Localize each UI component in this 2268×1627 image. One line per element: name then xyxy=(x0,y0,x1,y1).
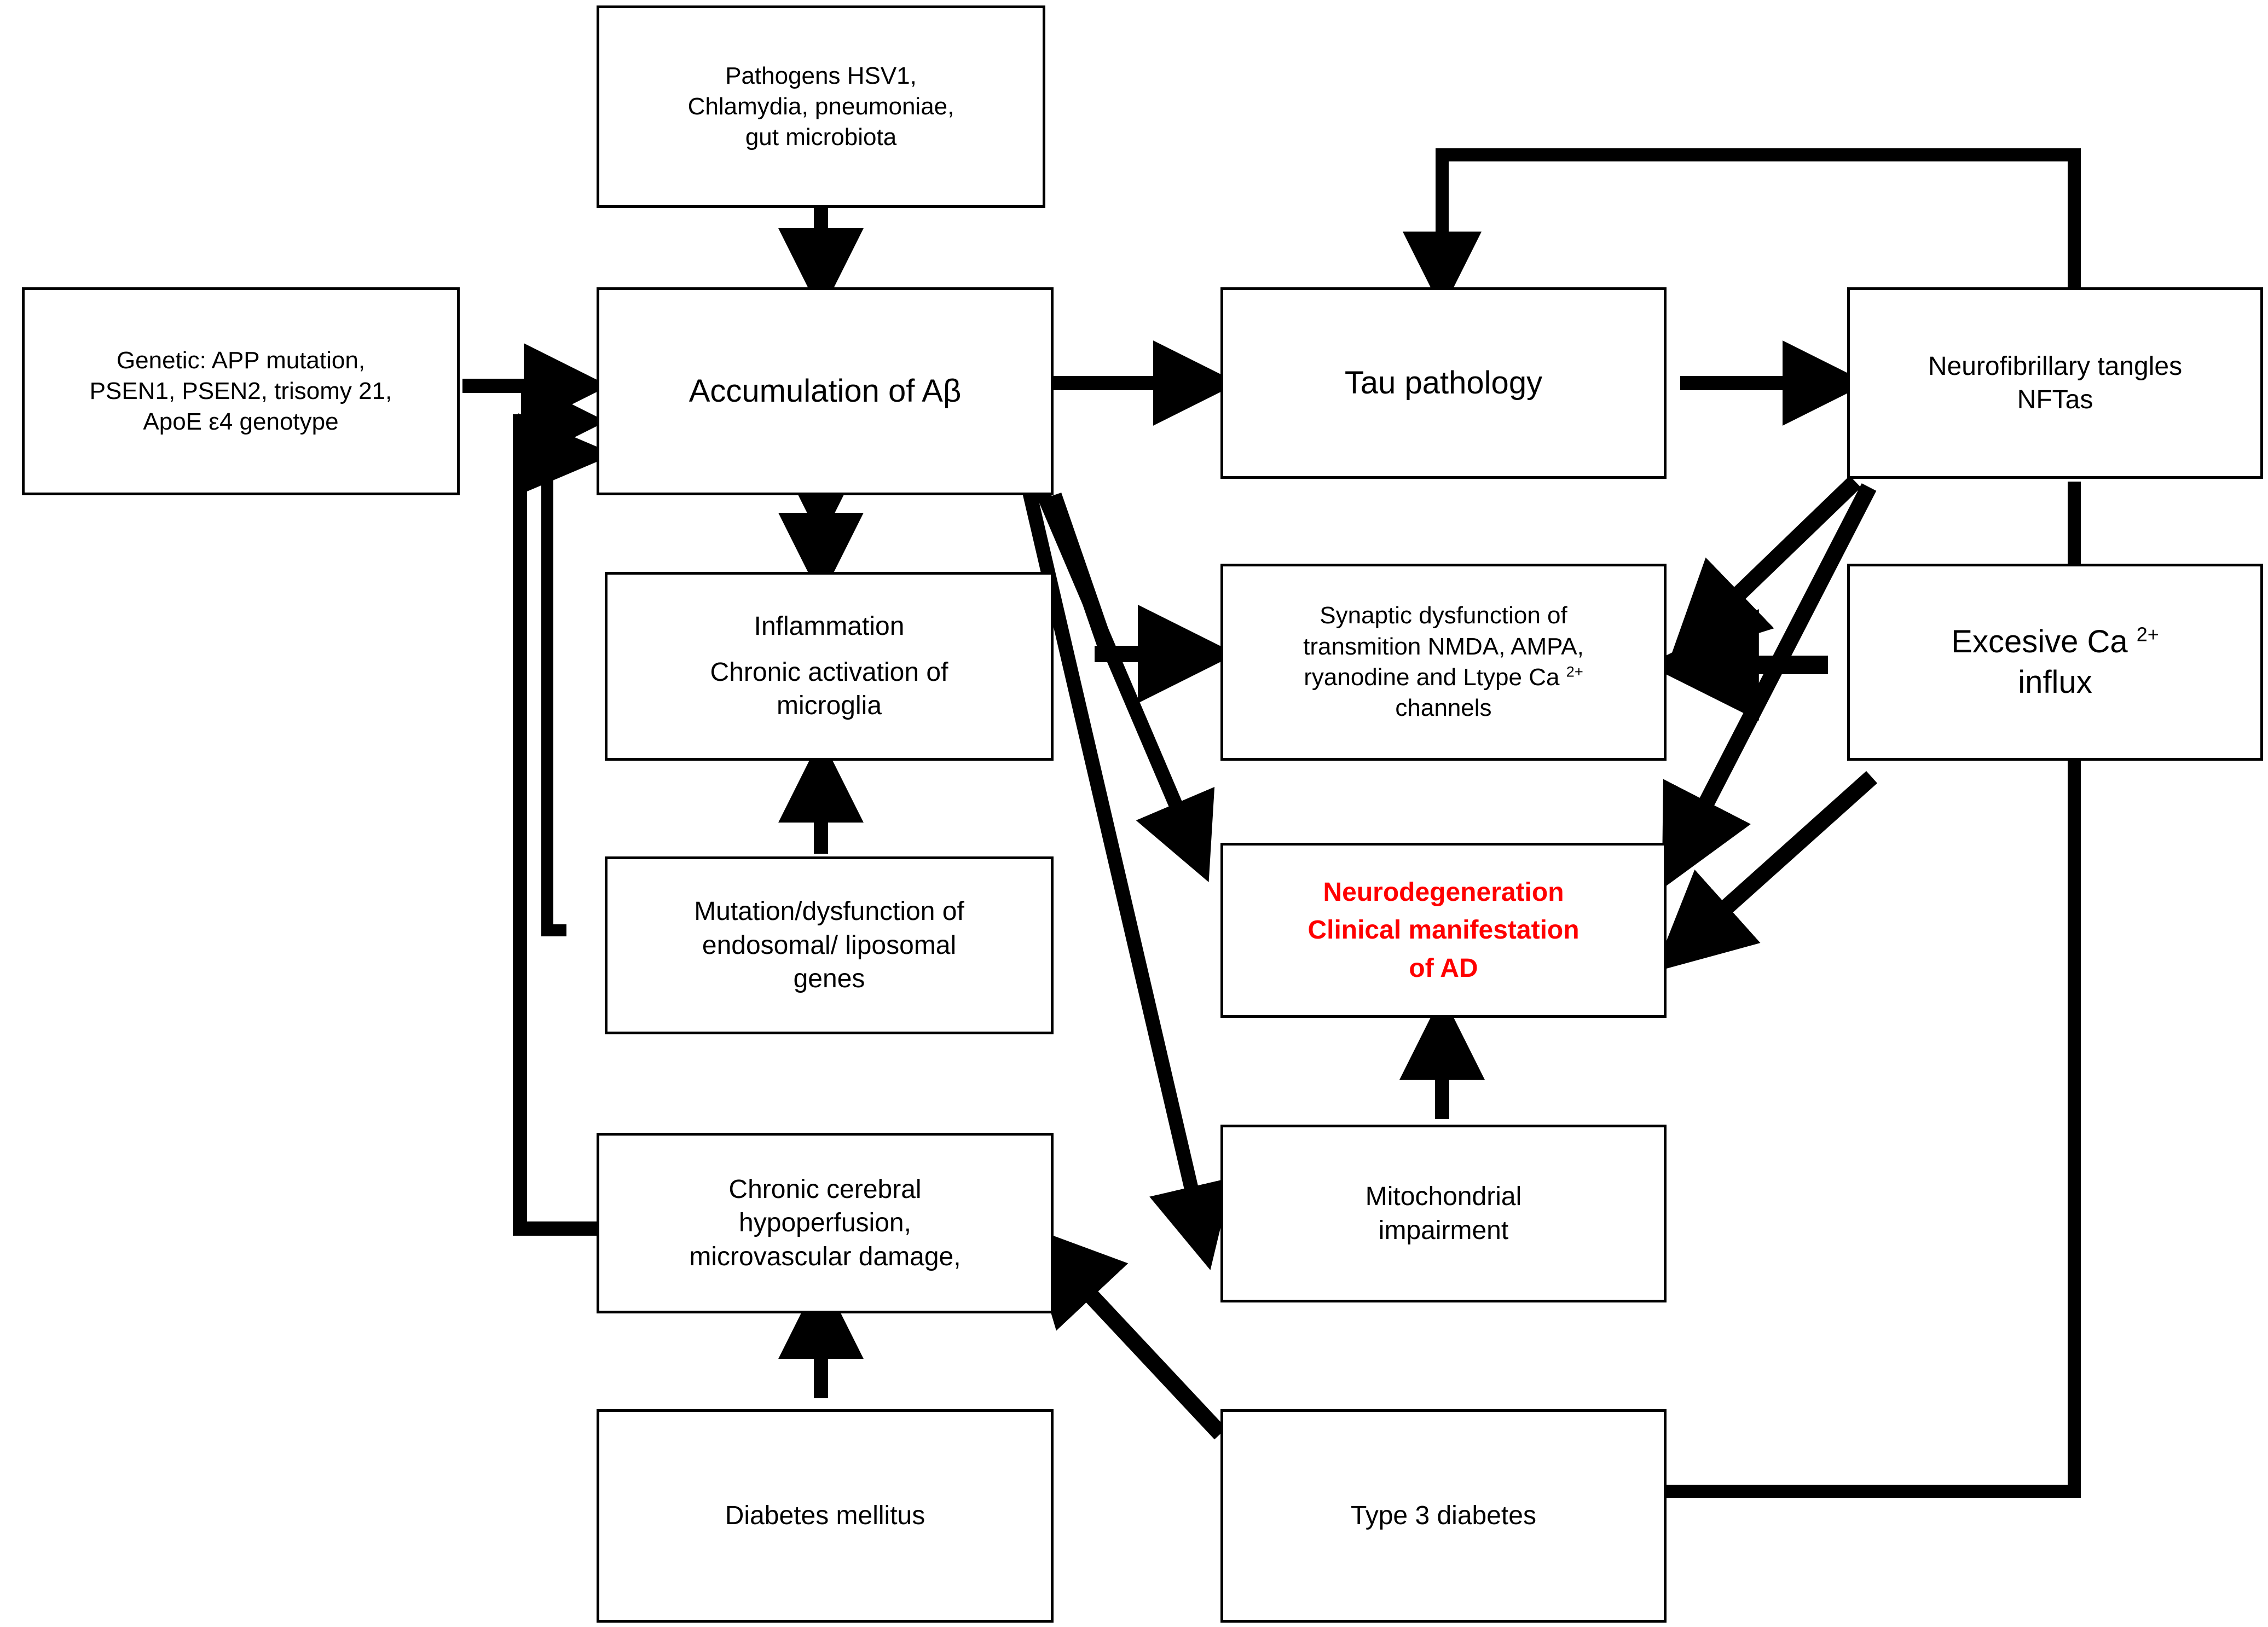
node-endosomal-genes[interactable]: Mutation/dysfunction of endosomal/ lipos… xyxy=(605,856,1054,1034)
node-tau-pathology-label: Tau pathology xyxy=(1344,364,1543,401)
node-hypoperfusion-line-3: microvascular damage, xyxy=(689,1242,961,1271)
node-neurodegeneration-line-2: Clinical manifestation xyxy=(1307,916,1580,945)
node-calcium-line-1: Excesive Ca 2+ xyxy=(1951,623,2159,659)
node-hypoperfusion-line-2: hypoperfusion, xyxy=(739,1208,911,1238)
edge-nfts-to-tau-feedback xyxy=(1403,148,2081,311)
node-pathogens-line-3: gut microbiota xyxy=(745,124,897,151)
node-synaptic-line-2: transmition NMDA, AMPA, xyxy=(1303,633,1584,660)
edge-calcium-to-neurodegeneration xyxy=(1654,771,1878,972)
edge-abeta-to-mitochondrial xyxy=(1022,488,1233,1270)
node-neurodegeneration-line-3: of AD xyxy=(1409,953,1478,983)
node-diabetes-mellitus[interactable]: Diabetes mellitus xyxy=(597,1409,1054,1623)
edge-hypoperfusion-to-abeta xyxy=(513,379,606,1236)
node-endosomal-line-2: endosomal/ liposomal xyxy=(702,930,957,960)
node-genetic-line-2: PSEN1, PSEN2, trisomy 21, xyxy=(89,377,392,404)
node-calcium-influx[interactable]: Excesive Ca 2+ influx xyxy=(1847,564,2263,761)
node-nfts-line-2: NFTas xyxy=(2017,385,2093,414)
edge-nfts-to-synaptic xyxy=(1669,476,1861,662)
node-synaptic-dysfunction[interactable]: Synaptic dysfunction of transmition NMDA… xyxy=(1220,564,1667,761)
node-neurodegeneration-line-1: Neurodegeneration xyxy=(1323,877,1564,907)
node-mitochondrial-impairment[interactable]: Mitochondrial impairment xyxy=(1220,1125,1667,1302)
node-inflammation-line-2: Chronic activation of xyxy=(710,657,948,687)
node-endosomal-line-3: genes xyxy=(793,964,865,994)
node-type3-diabetes-label: Type 3 diabetes xyxy=(1351,1501,1536,1531)
node-calcium-line-2: influx xyxy=(2018,664,2092,700)
node-mitochondrial-line-1: Mitochondrial xyxy=(1365,1182,1522,1212)
node-pathogens-line-1: Pathogens HSV1, xyxy=(725,62,917,89)
node-endosomal-line-1: Mutation/dysfunction of xyxy=(694,897,964,927)
node-genetic-line-1: Genetic: APP mutation, xyxy=(116,346,366,374)
node-inflammation-line-3: microglia xyxy=(776,691,882,721)
edge-type3-to-nfts xyxy=(1667,482,2081,1498)
node-neurodegeneration[interactable]: Neurodegeneration Clinical manifestation… xyxy=(1220,843,1667,1018)
node-nfts-line-1: Neurofibrillary tangles xyxy=(1928,351,2183,381)
node-genetic-line-3: ApoE ε4 genotype xyxy=(143,408,339,436)
node-accumulation-abeta-label: Accumulation of Aβ xyxy=(688,373,962,409)
node-mitochondrial-line-2: impairment xyxy=(1378,1215,1509,1245)
node-tau-pathology[interactable]: Tau pathology xyxy=(1220,287,1667,479)
node-synaptic-line-1: Synaptic dysfunction of xyxy=(1320,602,1567,629)
node-synaptic-line-4: channels xyxy=(1395,694,1492,722)
node-diabetes-mellitus-label: Diabetes mellitus xyxy=(725,1501,925,1531)
node-hypoperfusion-line-1: Chronic cerebral xyxy=(728,1174,922,1204)
edge-abeta-to-neurodegeneration xyxy=(1036,489,1215,882)
node-nfts[interactable]: Neurofibrillary tangles NFTas xyxy=(1847,287,2263,479)
node-pathogens[interactable]: Pathogens HSV1, Chlamydia, pneumoniae, g… xyxy=(597,5,1045,208)
node-synaptic-line-3: ryanodine and Ltype Ca 2+ xyxy=(1304,663,1583,691)
node-genetic[interactable]: Genetic: APP mutation, PSEN1, PSEN2, tri… xyxy=(22,287,460,495)
node-inflammation[interactable]: Inflammation Chronic activation of micro… xyxy=(605,572,1054,761)
edge-type3-to-hypoperfusion xyxy=(1025,1225,1226,1440)
node-type3-diabetes[interactable]: Type 3 diabetes xyxy=(1220,1409,1667,1623)
node-pathogens-line-2: Chlamydia, pneumoniae, xyxy=(687,92,954,120)
node-inflammation-line-1: Inflammation xyxy=(754,612,905,641)
